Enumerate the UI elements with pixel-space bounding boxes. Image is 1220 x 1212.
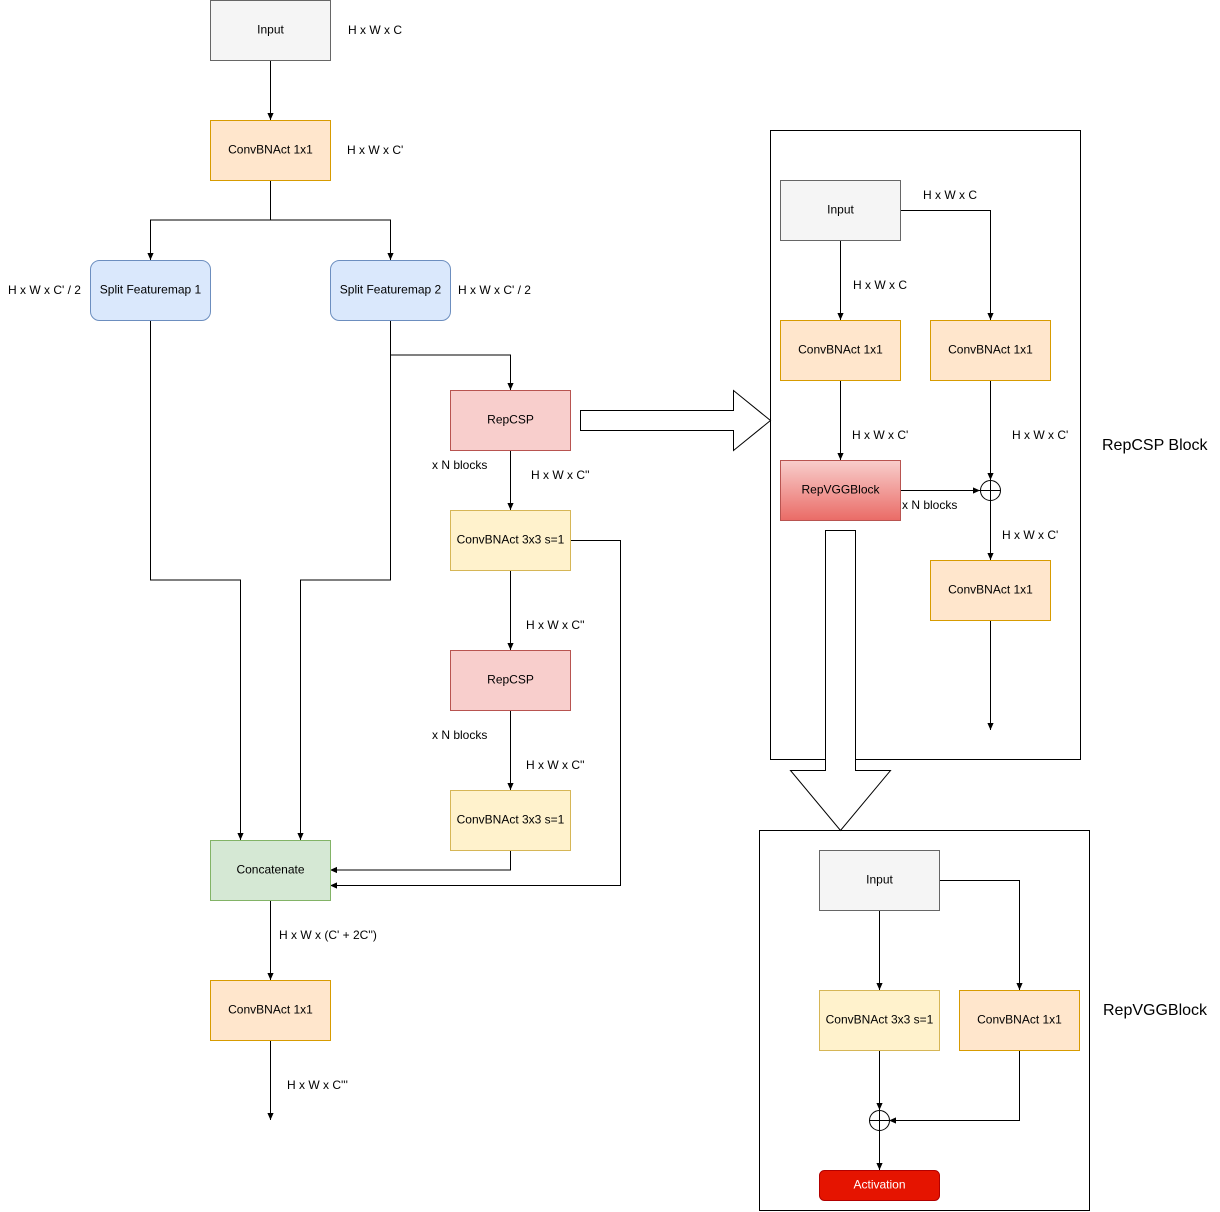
repcsp-sum-dim: H x W x C'	[1002, 528, 1058, 542]
repcsp-node-1: RepCSP	[450, 390, 571, 451]
repcsp-block-title: RepCSP Block	[1102, 437, 1209, 454]
split-featuremap-2-node: Split Featuremap 2	[330, 260, 451, 321]
repcsp2-dim-label: H x W x C''	[526, 758, 585, 772]
svg-text:ConvBNAct 1x1: ConvBNAct 1x1	[948, 583, 1033, 597]
input-dim-label: H x W x C	[348, 23, 402, 37]
svg-text:Split Featuremap 1: Split Featuremap 1	[100, 283, 202, 297]
conv1x1-output-node: ConvBNAct 1x1	[210, 980, 331, 1041]
repcsp1-dim-label: H x W x C''	[531, 468, 590, 482]
repcsp-input-right-dim: H x W x C	[923, 188, 977, 202]
svg-text:Input: Input	[257, 23, 284, 37]
activation-node: Activation	[819, 1170, 940, 1201]
repvgg-conv3x3-node: ConvBNAct 3x3 s=1	[819, 990, 940, 1051]
repcsp-n-blocks-label: x N blocks	[902, 498, 957, 512]
sum-node-repcsp	[980, 480, 1001, 501]
repcsp-conv-left-dim: H x W x C'	[852, 428, 908, 442]
repvgg-edges	[876, 880, 1023, 1170]
repcsp-conv1x1-output-node: ConvBNAct 1x1	[930, 560, 1051, 621]
split2-dim-label: H x W x C' / 2	[458, 283, 531, 297]
n-blocks-label-2: x N blocks	[432, 728, 487, 742]
conv3x3-node-2: ConvBNAct 3x3 s=1	[450, 790, 571, 851]
repcsp-input-node: Input	[780, 180, 901, 241]
svg-text:Concatenate: Concatenate	[236, 863, 304, 877]
conv3x3-node-1: ConvBNAct 3x3 s=1	[450, 510, 571, 571]
svg-text:ConvBNAct 1x1: ConvBNAct 1x1	[977, 1013, 1062, 1027]
concatenate-node: Concatenate	[210, 840, 331, 901]
svg-text:RepCSP: RepCSP	[487, 413, 534, 427]
svg-text:ConvBNAct 3x3 s=1: ConvBNAct 3x3 s=1	[826, 1013, 934, 1027]
conv3x3-1-dim-label: H x W x C''	[526, 618, 585, 632]
repvgg-block-title: RepVGGBlock	[1103, 1002, 1208, 1019]
repvggblock-node: RepVGGBlock	[780, 460, 901, 521]
expand-arrow-down	[789, 530, 892, 832]
svg-text:Input: Input	[827, 203, 854, 217]
svg-text:Activation: Activation	[853, 1178, 905, 1192]
svg-text:ConvBNAct 1x1: ConvBNAct 1x1	[948, 343, 1033, 357]
svg-text:Input: Input	[866, 873, 893, 887]
concat-dim-label: H x W x (C' + 2C'')	[279, 928, 377, 942]
expand-arrow-right	[580, 389, 772, 452]
repcsp-conv1x1-right-node: ConvBNAct 1x1	[930, 320, 1051, 381]
svg-text:ConvBNAct 3x3 s=1: ConvBNAct 3x3 s=1	[457, 533, 565, 547]
split1-dim-label: H x W x C' / 2	[8, 283, 81, 297]
sum-node-repvgg	[869, 1110, 890, 1131]
n-blocks-label-1: x N blocks	[432, 458, 487, 472]
conv1-dim-label: H x W x C'	[347, 143, 403, 157]
svg-text:RepVGGBlock: RepVGGBlock	[801, 483, 880, 497]
repvgg-input-node: Input	[819, 850, 940, 911]
repvgg-conv1x1-node: ConvBNAct 1x1	[959, 990, 1080, 1051]
svg-text:Split Featuremap 2: Split Featuremap 2	[340, 283, 442, 297]
repcsp-input-down-dim: H x W x C	[853, 278, 907, 292]
split-featuremap-1-node: Split Featuremap 1	[90, 260, 211, 321]
output-dim-label: H x W x C'''	[287, 1078, 348, 1092]
svg-text:ConvBNAct 1x1: ConvBNAct 1x1	[798, 343, 883, 357]
svg-text:RepCSP: RepCSP	[487, 673, 534, 687]
svg-text:ConvBNAct 1x1: ConvBNAct 1x1	[228, 143, 313, 157]
main-edges	[147, 60, 621, 1120]
svg-text:ConvBNAct 1x1: ConvBNAct 1x1	[228, 1003, 313, 1017]
repcsp-edges	[837, 210, 994, 730]
conv1x1-node: ConvBNAct 1x1	[210, 120, 331, 181]
repcsp-node-2: RepCSP	[450, 650, 571, 711]
input-node: Input	[210, 0, 331, 61]
svg-text:ConvBNAct 3x3 s=1: ConvBNAct 3x3 s=1	[457, 813, 565, 827]
repcsp-conv1x1-left-node: ConvBNAct 1x1	[780, 320, 901, 381]
repcsp-conv-right-dim: H x W x C'	[1012, 428, 1068, 442]
